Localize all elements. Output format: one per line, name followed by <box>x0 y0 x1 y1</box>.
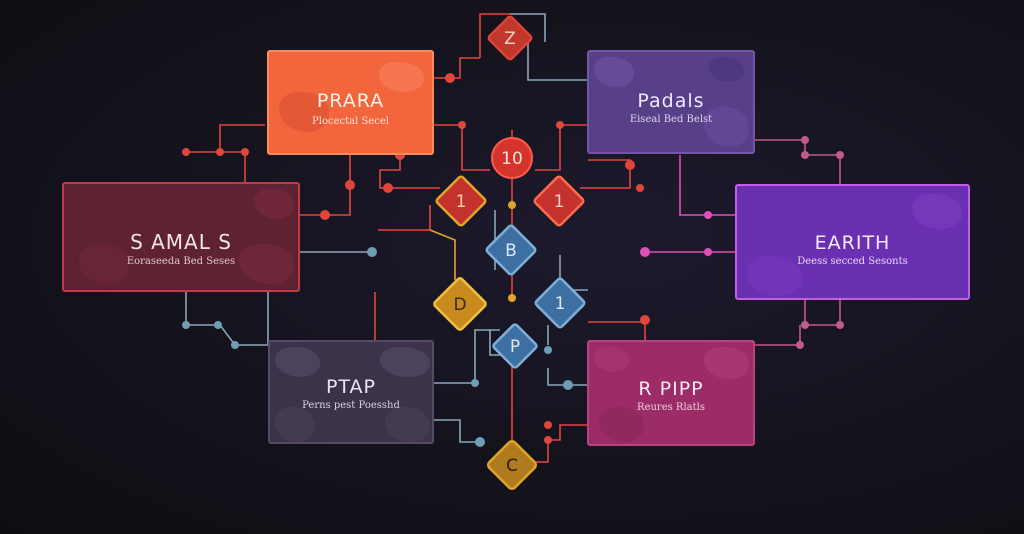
card-subtitle: Eoraseeda Bed Seses <box>126 256 236 267</box>
connector-dot <box>508 294 516 302</box>
connector-dot <box>801 321 809 329</box>
card-subtitle: Deess secced Sesonts <box>797 256 908 267</box>
connector-dot <box>556 121 564 129</box>
node-label: Z <box>504 29 516 49</box>
connector-dot <box>625 160 635 170</box>
connector-dot <box>544 346 552 354</box>
connector-line <box>804 300 841 326</box>
connector-line <box>580 159 631 189</box>
connector-dot <box>182 148 190 156</box>
node-blue-one[interactable]: 1 <box>534 277 586 329</box>
connector-dot <box>241 148 249 156</box>
connector-dot <box>836 151 844 159</box>
connector-line <box>186 151 246 182</box>
connector-line <box>479 13 510 58</box>
card-subtitle: Eiseal Bed Belst <box>629 114 713 125</box>
card-rpipp[interactable]: R PIPP Reures Rlatls <box>587 340 755 446</box>
connector-line <box>300 155 351 216</box>
node-mid-b[interactable]: B <box>485 224 537 276</box>
connector-line <box>510 13 546 42</box>
node-blue-p[interactable]: P <box>492 323 538 369</box>
node-label: 1 <box>554 192 565 212</box>
card-earith[interactable]: EARITH Deess secced Sesonts <box>735 184 970 300</box>
card-title: PTAP <box>325 376 377 398</box>
node-label: B <box>505 241 517 261</box>
card-ptap[interactable]: PTAP Perns pest Poesshd <box>268 340 434 444</box>
connector-dot <box>508 201 516 209</box>
connector-line <box>433 57 480 79</box>
card-samals[interactable]: S AMAL S Eoraseeda Bed Seses <box>62 182 300 292</box>
connector-line <box>679 155 735 216</box>
node-label: 1 <box>456 192 467 212</box>
card-subtitle: Perns pest Poesshd <box>302 400 400 411</box>
connector-dot <box>836 321 844 329</box>
connector-dot <box>801 136 809 144</box>
connector-dot <box>367 247 377 257</box>
card-title: PRARA <box>316 90 385 112</box>
node-left-one[interactable]: 1 <box>435 175 487 227</box>
connector-line <box>588 321 646 340</box>
connector-line <box>433 124 490 171</box>
connector-line <box>530 424 588 463</box>
connector-dot <box>475 437 485 447</box>
connector-line <box>378 205 431 231</box>
connector-line <box>755 139 840 156</box>
connector-dot <box>801 151 809 159</box>
node-bottom-c[interactable]: C <box>486 439 538 491</box>
connector-line <box>434 329 500 384</box>
connector-dot <box>636 184 644 192</box>
connector-dot <box>704 211 712 219</box>
node-right-one[interactable]: 1 <box>533 175 585 227</box>
connector-dot <box>704 248 712 256</box>
card-padals[interactable]: Padals Eiseal Bed Belst <box>587 50 755 154</box>
node-label: C <box>506 456 518 476</box>
node-label: 10 <box>501 149 523 169</box>
node-label: D <box>453 295 466 315</box>
connector-dot <box>383 183 393 193</box>
connector-line <box>547 368 588 386</box>
connector-dot <box>471 379 479 387</box>
connector-line <box>535 124 588 171</box>
connector-dot <box>640 315 650 325</box>
node-circle-10[interactable]: 10 <box>491 137 533 179</box>
node-left-d[interactable]: D <box>433 277 487 331</box>
card-title: R PIPP <box>638 378 704 400</box>
connector-dot <box>640 247 650 257</box>
connector-line <box>219 124 265 152</box>
connector-line <box>755 325 801 346</box>
node-label: 1 <box>555 294 566 314</box>
card-title: EARITH <box>814 232 891 254</box>
connector-line <box>527 42 588 81</box>
connector-dot <box>214 321 222 329</box>
connector-dot <box>544 421 552 429</box>
connector-dot <box>445 73 455 83</box>
connector-line <box>379 155 440 189</box>
card-title: Padals <box>637 90 705 112</box>
connector-dot <box>544 436 552 444</box>
card-subtitle: Reures Rlatls <box>637 402 705 413</box>
card-title: S AMAL S <box>130 230 232 254</box>
connector-dot <box>458 121 466 129</box>
connector-line <box>185 292 268 346</box>
connector-dot <box>320 210 330 220</box>
connector-dot <box>796 341 804 349</box>
card-prara[interactable]: PRARA Plocectal Secel <box>267 50 434 155</box>
connector-line <box>429 229 456 280</box>
connector-line <box>434 419 480 443</box>
connector-dot <box>345 180 355 190</box>
connector-dot <box>182 321 190 329</box>
card-subtitle: Plocectal Secel <box>312 116 389 127</box>
connector-dot <box>231 341 239 349</box>
connector-dot <box>563 380 573 390</box>
connector-dot <box>216 148 224 156</box>
node-label: P <box>510 337 520 357</box>
node-top-z[interactable]: Z <box>487 15 533 61</box>
